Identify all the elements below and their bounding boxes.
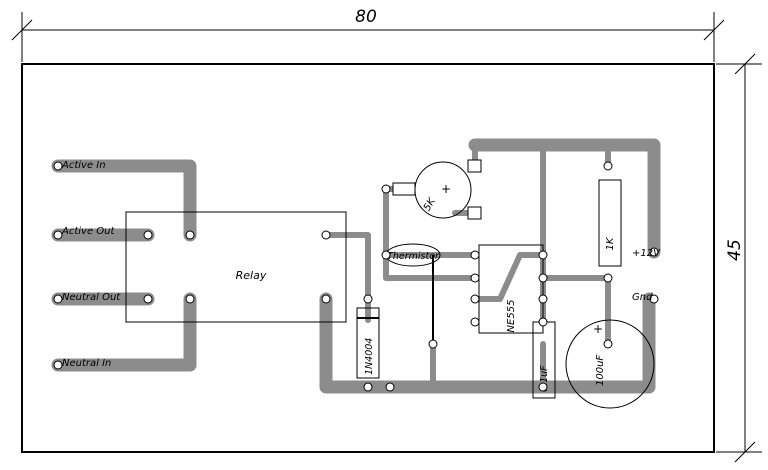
pad <box>428 339 438 349</box>
board-outline <box>21 63 715 453</box>
pad <box>363 294 373 304</box>
pad <box>538 382 548 392</box>
pad <box>603 273 613 283</box>
trace-ic-link <box>472 252 546 302</box>
pad <box>321 294 331 304</box>
pad <box>470 250 480 260</box>
relay-component: Relay <box>125 211 347 323</box>
pad <box>603 161 613 171</box>
small-capacitor-label: 0.1uF <box>539 365 550 392</box>
pads <box>53 159 659 392</box>
power-positive-label: +12V <box>632 248 661 259</box>
resistor-label: 1K <box>605 236 616 250</box>
pad <box>185 294 195 304</box>
ic-label: NE555 <box>506 300 517 333</box>
pad <box>53 161 63 171</box>
copper-traces <box>51 138 661 394</box>
trace-12v-bus <box>468 138 661 259</box>
diode-outline <box>356 307 380 379</box>
pad <box>538 273 548 283</box>
terminal-neutral-in-label: Neutral In <box>62 358 111 369</box>
relay-outline <box>125 211 347 323</box>
pad <box>381 250 391 260</box>
thermistor-label: Thermistor <box>387 251 440 262</box>
ic-component: NE555 <box>478 244 544 334</box>
terminal-neutral-out-label: Neutral Out <box>62 292 121 303</box>
pad <box>603 339 613 349</box>
large-capacitor-polarity: + <box>593 322 603 336</box>
trace-neutral-in <box>51 292 197 372</box>
pad <box>467 159 482 173</box>
resistor-component: 1K <box>598 179 622 267</box>
power-ground-label: Gnd <box>632 292 653 303</box>
terminal-labels: Active In Active Out Neutral Out Neutral… <box>61 160 121 369</box>
pad <box>470 294 480 304</box>
trace-active-in <box>51 159 197 242</box>
pad <box>538 294 548 304</box>
pad <box>470 317 480 327</box>
pad <box>381 184 391 194</box>
pad <box>649 294 659 304</box>
pad <box>649 247 659 257</box>
terminal-active-out-label: Active Out <box>61 226 115 237</box>
relay-label: Relay <box>236 269 267 282</box>
pad <box>538 317 548 327</box>
pad <box>53 360 63 370</box>
pad <box>143 294 153 304</box>
diode-component: 1N4004 <box>356 307 380 379</box>
width-dimension-label: 80 <box>355 7 377 27</box>
pad <box>53 230 63 240</box>
diode-label: 1N4004 <box>364 338 375 375</box>
thermistor-component: Thermistor <box>385 243 441 344</box>
height-dimension: 45 <box>716 53 762 463</box>
ic-outline <box>478 244 544 334</box>
pad <box>363 382 373 392</box>
pad <box>143 230 153 240</box>
height-dimension-label: 45 <box>725 239 745 261</box>
large-capacitor-outline <box>565 319 655 409</box>
large-capacitor-label: 100uF <box>595 355 606 386</box>
pot-polarity: + <box>441 182 451 196</box>
pad <box>470 273 480 283</box>
pad <box>538 250 548 260</box>
width-dimension: 80 <box>11 7 725 62</box>
pad <box>53 294 63 304</box>
pad <box>321 230 331 240</box>
power-labels: +12V Gnd <box>632 248 661 303</box>
trace-relay-diode <box>323 232 371 302</box>
large-capacitor-component: 100uF + <box>565 319 655 409</box>
pad <box>185 230 195 240</box>
resistor-outline <box>598 179 622 267</box>
pad <box>392 182 416 196</box>
terminal-active-in-label: Active In <box>61 160 106 171</box>
pad <box>467 206 482 220</box>
potentiometer-component: 5K + <box>414 161 472 219</box>
pad <box>385 382 395 392</box>
